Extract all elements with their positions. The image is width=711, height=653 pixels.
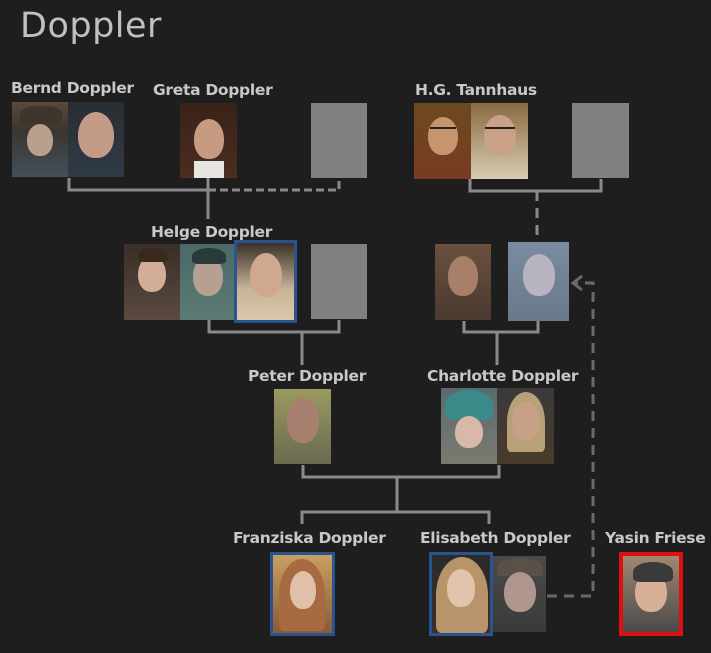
peter-charlotte-line <box>301 465 501 479</box>
elisabeth-adult-photo[interactable] <box>493 556 546 632</box>
greta-photo[interactable] <box>180 103 237 178</box>
franziska-name: Franziska Doppler <box>233 529 386 547</box>
tannhaus-partner-line <box>468 179 603 193</box>
charlotte-father-photo[interactable] <box>435 244 491 320</box>
arrow-head-icon <box>570 274 583 292</box>
tannhaus-name: H.G. Tannhaus <box>415 81 537 99</box>
charlotte-name: Charlotte Doppler <box>427 367 579 385</box>
greta-partner-dashed-line <box>208 179 341 192</box>
tannhaus-young-photo[interactable] <box>414 103 471 179</box>
greta-partner-placeholder <box>311 103 367 178</box>
helge-partner-placeholder <box>311 244 367 319</box>
helge-adult-photo[interactable] <box>180 244 236 320</box>
franziska-photo[interactable] <box>270 552 335 636</box>
yasin-name: Yasin Friese <box>605 529 706 547</box>
bernd-name: Bernd Doppler <box>11 79 134 97</box>
bernd-old-photo[interactable] <box>68 102 124 177</box>
charlotte-young-photo[interactable] <box>441 388 497 464</box>
helge-child-photo[interactable] <box>124 244 180 320</box>
helge-partner-line <box>207 320 341 334</box>
charlotte-mother-photo[interactable] <box>508 242 569 321</box>
page-title: Doppler <box>20 6 162 46</box>
yasin-photo[interactable] <box>619 552 683 636</box>
elisabeth-name: Elisabeth Doppler <box>420 529 571 547</box>
charlotte-old-photo[interactable] <box>497 388 554 464</box>
siblings-line <box>300 510 491 524</box>
tannhaus-partner-placeholder <box>572 103 629 178</box>
bernd-young-photo[interactable] <box>12 102 68 177</box>
peter-name: Peter Doppler <box>248 367 367 385</box>
time-loop-dashed-line <box>547 281 595 598</box>
bernd-greta-line <box>67 178 208 192</box>
greta-name: Greta Doppler <box>153 81 273 99</box>
elisabeth-young-photo[interactable] <box>429 552 493 636</box>
tannhaus-old-photo[interactable] <box>471 103 528 179</box>
charlotte-parents-line <box>462 321 540 334</box>
helge-name: Helge Doppler <box>151 223 273 241</box>
peter-photo[interactable] <box>274 389 331 464</box>
helge-old-photo[interactable] <box>234 240 297 323</box>
